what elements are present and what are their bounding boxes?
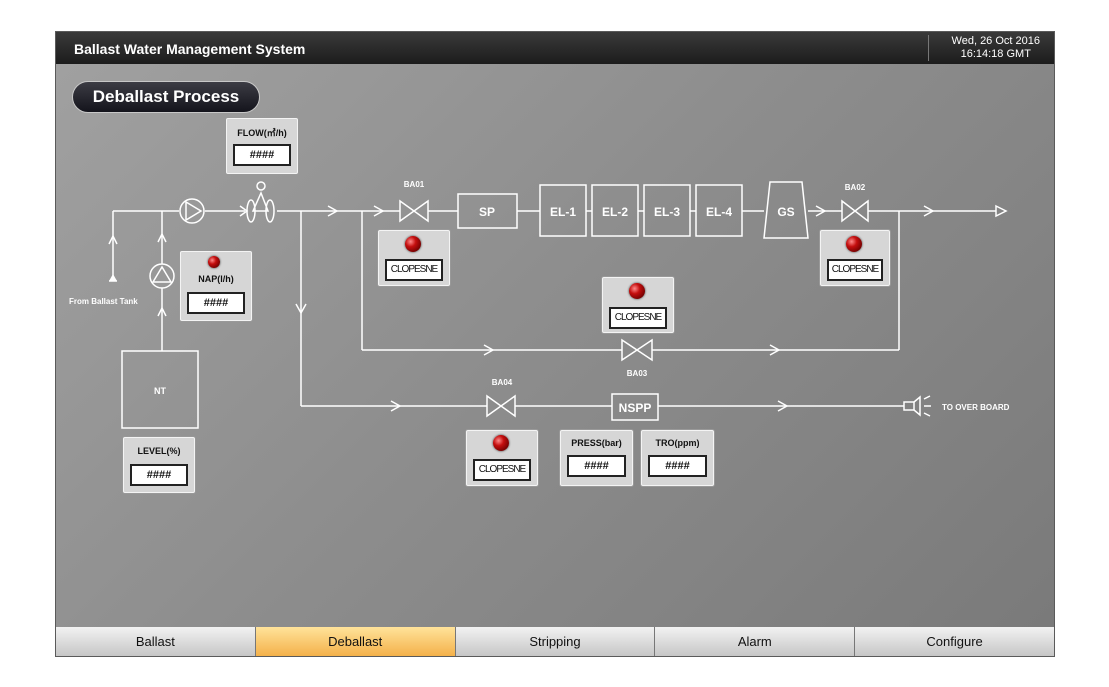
valve-ba02-label: BA02 xyxy=(845,183,866,192)
flow-panel: FLOW(㎥/h) #### xyxy=(226,118,298,174)
valve-ba02-status-panel[interactable]: CLOPESNE xyxy=(820,230,890,286)
inlet-arrow-icon xyxy=(109,274,117,281)
valve-ba04-icon[interactable] xyxy=(499,394,516,418)
flow-meter-top xyxy=(256,181,266,191)
valve-ba03-indicator-icon xyxy=(629,283,645,299)
nap-label: NAP(l/h) xyxy=(198,274,234,284)
valve-ba01-status-panel[interactable]: CLOPESNE xyxy=(378,230,450,286)
unit-sp[interactable] xyxy=(457,193,518,229)
valve-ba02-icon[interactable] xyxy=(841,199,857,223)
valve-ba03-icon[interactable] xyxy=(621,338,639,362)
level-label: LEVEL(%) xyxy=(137,446,181,456)
nap-pump-arrow xyxy=(151,265,173,283)
unit-sp-label: SP xyxy=(479,205,495,219)
valve-ba04-icon[interactable] xyxy=(486,394,503,418)
tab-alarm[interactable]: Alarm xyxy=(655,627,856,656)
unit-el3-label: EL-3 xyxy=(654,205,680,219)
valve-ba04-status: CLOPESNE xyxy=(473,459,531,481)
unit-el4-label: EL-4 xyxy=(706,205,732,219)
unit-nspp-label: NSPP xyxy=(619,401,652,415)
flow-arrow-icon xyxy=(108,234,118,245)
flow-arrow-icon xyxy=(483,344,495,356)
tab-configure[interactable]: Configure xyxy=(855,627,1054,656)
valve-ba02-indicator-icon xyxy=(846,236,862,252)
flow-value: #### xyxy=(233,144,291,166)
level-value: #### xyxy=(130,464,188,486)
valve-ba02-status: CLOPESNE xyxy=(827,259,883,281)
flow-arrow-icon xyxy=(815,205,827,217)
valve-ba03-label: BA03 xyxy=(627,369,648,378)
main-pump-icon xyxy=(179,198,205,224)
valve-ba01-icon[interactable] xyxy=(399,199,416,223)
spray-icon xyxy=(923,395,931,400)
outlet-label: TO OVER BOARD xyxy=(942,403,1010,412)
valve-ba03-status: CLOPESNE xyxy=(609,307,667,329)
source-label: From Ballast Tank xyxy=(69,297,138,306)
valve-ba01-status: CLOPESNE xyxy=(385,259,443,281)
valve-ba02-icon[interactable] xyxy=(853,199,869,223)
unit-el2[interactable] xyxy=(591,184,639,237)
unit-el3[interactable] xyxy=(643,184,691,237)
tro-panel: TRO(ppm) #### xyxy=(641,430,714,486)
valve-ba01-icon[interactable] xyxy=(412,199,429,223)
tab-deballast[interactable]: Deballast xyxy=(255,627,456,656)
app-title: Ballast Water Management System xyxy=(74,41,306,57)
overboard-nozzle-icon xyxy=(913,395,921,417)
title-bar: Ballast Water Management System Wed, 26 … xyxy=(56,32,1054,64)
piping-diagram: NT SP EL-1 EL-2 EL-3 EL-4 GS NSPP BA01 B… xyxy=(69,180,1010,429)
valve-ba03-status-panel[interactable]: CLOPESNE xyxy=(602,277,674,333)
nt-tank[interactable] xyxy=(121,350,199,429)
flow-arrow-icon xyxy=(295,303,307,315)
flow-arrow-icon xyxy=(327,205,339,217)
valve-ba04-label: BA04 xyxy=(492,378,513,387)
process-title: Deballast Process xyxy=(72,81,260,113)
valve-ba01-label: BA01 xyxy=(404,180,425,189)
valve-ba04-status-panel[interactable]: CLOPESNE xyxy=(466,430,538,486)
press-panel: PRESS(bar) #### xyxy=(560,430,633,486)
unit-nspp[interactable] xyxy=(611,393,659,421)
valve-ba01-indicator-icon xyxy=(405,236,421,252)
valve-ba04-indicator-icon xyxy=(493,435,509,451)
spray-icon xyxy=(923,412,931,417)
flow-arrow-icon xyxy=(769,344,781,356)
press-label: PRESS(bar) xyxy=(571,438,622,448)
unit-el4[interactable] xyxy=(695,184,743,237)
overboard-nozzle-icon xyxy=(903,401,915,411)
main-pump-arrow xyxy=(185,200,203,222)
level-panel: LEVEL(%) #### xyxy=(123,437,195,493)
unit-el1-label: EL-1 xyxy=(550,205,576,219)
outlet-arrow-icon xyxy=(995,204,1008,218)
flow-arrow-icon xyxy=(923,205,935,217)
flow-label: FLOW(㎥/h) xyxy=(237,128,287,138)
tab-stripping[interactable]: Stripping xyxy=(455,627,656,656)
unit-el1[interactable] xyxy=(539,184,587,237)
datetime-display: Wed, 26 Oct 2016 16:14:18 GMT xyxy=(952,35,1040,61)
process-canvas: Deballast Process xyxy=(56,64,1054,627)
tab-ballast[interactable]: Ballast xyxy=(56,627,256,656)
flow-arrow-icon xyxy=(777,400,789,412)
unit-el2-label: EL-2 xyxy=(602,205,628,219)
nap-value: #### xyxy=(187,292,245,314)
valve-ba03-icon[interactable] xyxy=(635,338,653,362)
time-text: 16:14:18 GMT xyxy=(960,48,1031,60)
tro-value: #### xyxy=(648,455,707,477)
nt-tank-label: NT xyxy=(154,386,166,396)
flow-arrow-icon xyxy=(157,306,167,317)
flow-meter-body xyxy=(251,191,270,212)
tro-label: TRO(ppm) xyxy=(655,438,700,448)
bottom-nav: Ballast Deballast Stripping Alarm Config… xyxy=(56,627,1054,656)
title-divider xyxy=(928,35,929,61)
press-value: #### xyxy=(567,455,626,477)
date-text: Wed, 26 Oct 2016 xyxy=(951,35,1040,47)
unit-gs[interactable] xyxy=(763,181,809,239)
nap-pump-icon xyxy=(149,263,175,289)
unit-gs-label: GS xyxy=(777,205,794,219)
nap-indicator-icon xyxy=(208,256,220,268)
flow-arrow-icon xyxy=(157,232,167,243)
flow-arrow-icon xyxy=(390,400,402,412)
nap-panel: NAP(l/h) #### xyxy=(180,251,252,321)
flow-arrow-icon xyxy=(373,205,385,217)
